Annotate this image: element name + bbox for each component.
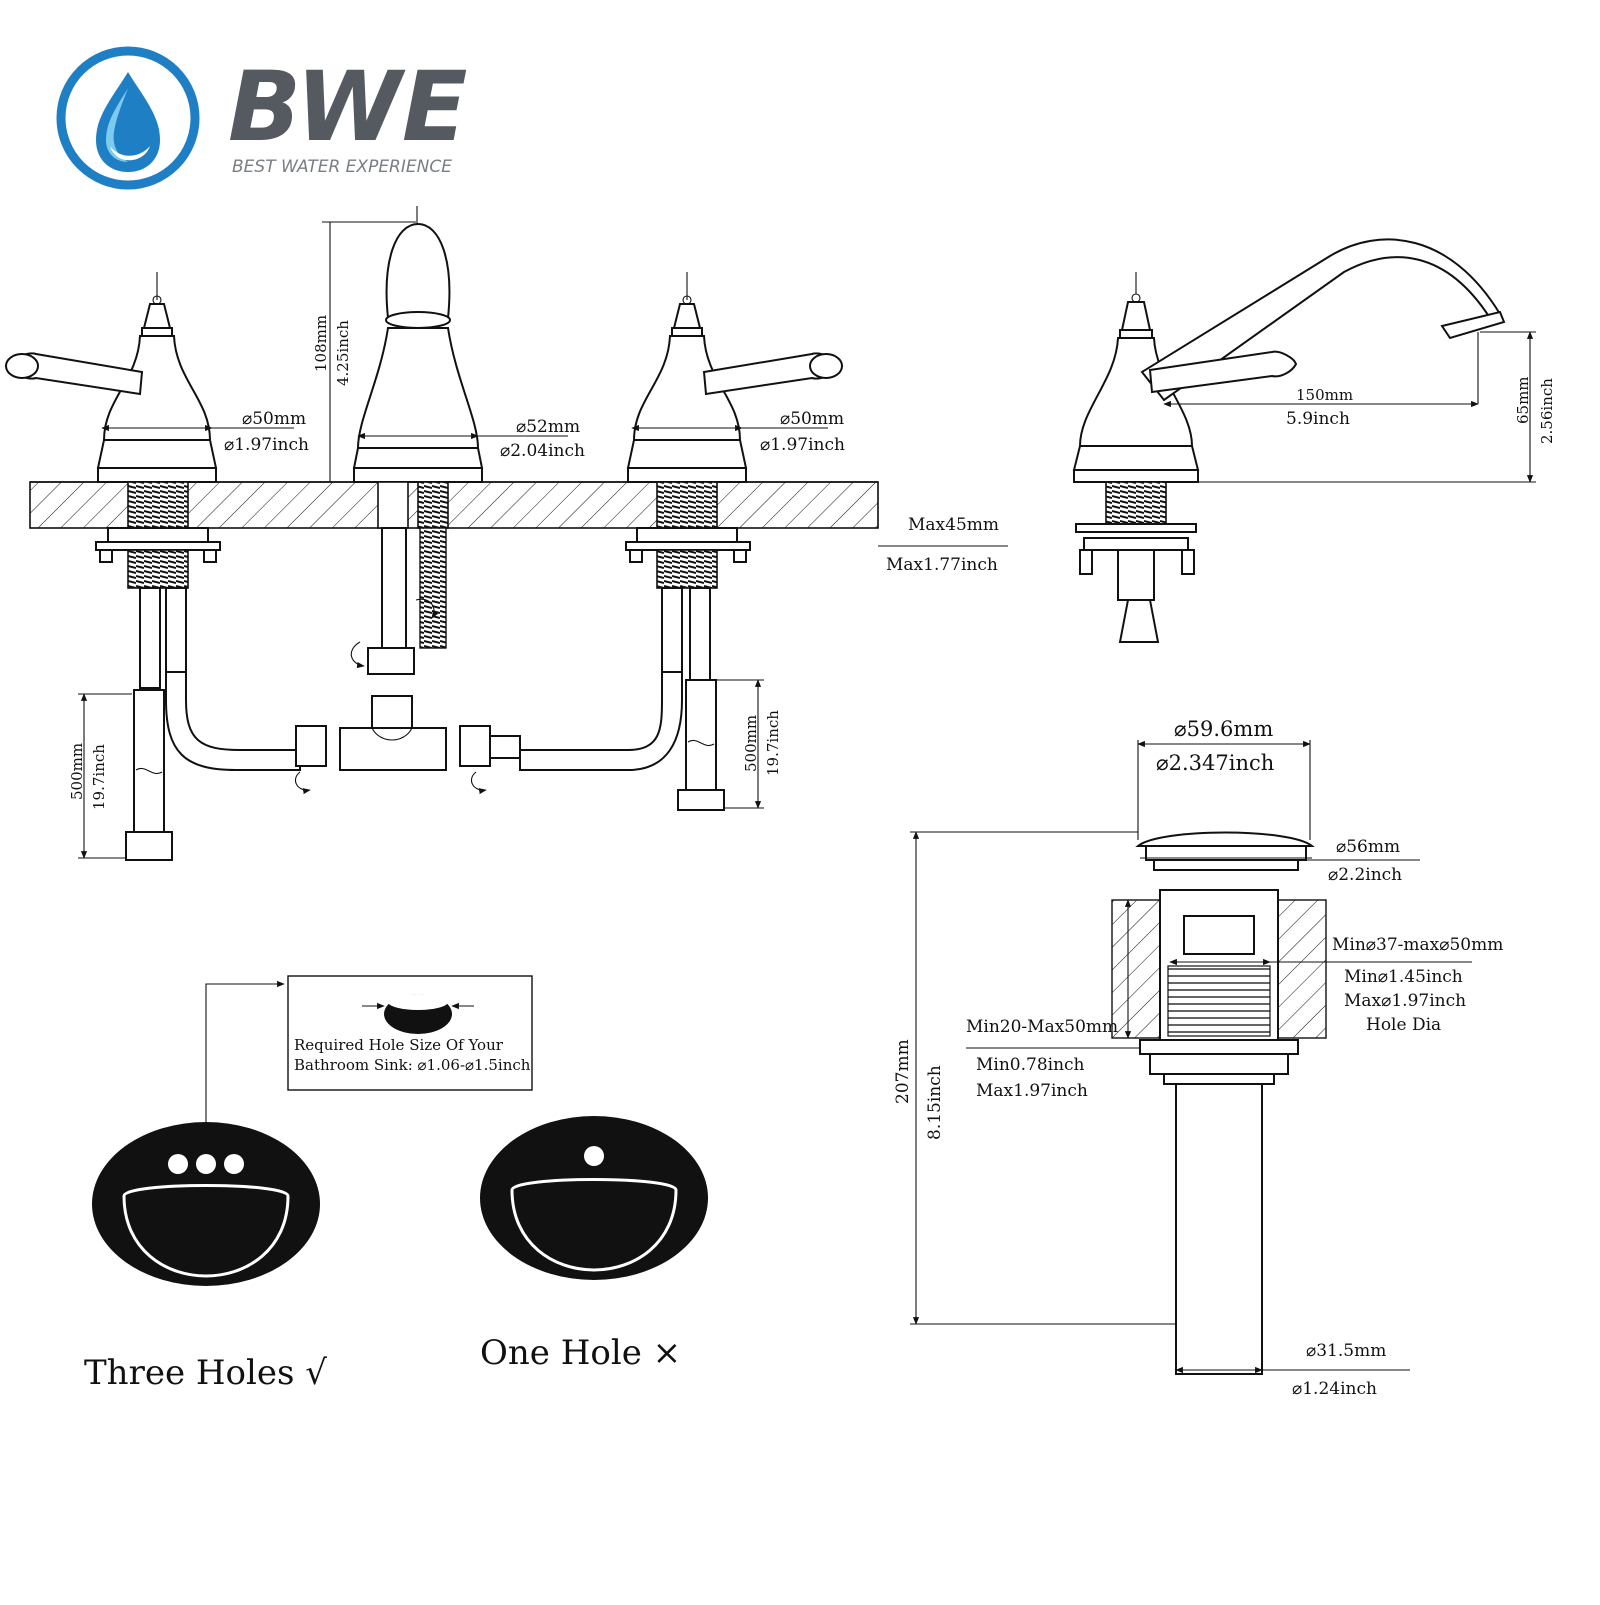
hole-note-line2: Bathroom Sink: ⌀1.06-⌀1.5inch <box>294 1056 531 1074</box>
left-handle <box>4 272 218 483</box>
drain-cap-mm: ⌀59.6mm <box>1174 717 1273 741</box>
water-drop-icon <box>56 46 200 190</box>
spout-base-inch: ⌀2.04inch <box>500 441 585 461</box>
left-hose-mm: 500mm <box>68 743 86 800</box>
drain-hole-inch-max: Max⌀1.97inch <box>1344 991 1466 1011</box>
right-hose-mm: 500mm <box>742 715 760 772</box>
drain-height-mm: 207mm <box>893 1039 913 1104</box>
drain-hole-label: Hole Dia <box>1366 1015 1441 1035</box>
right-valve-assembly <box>459 527 751 811</box>
brand-tagline: BEST WATER EXPERIENCE <box>232 157 452 177</box>
drain-height-inch: 8.15inch <box>925 1065 945 1140</box>
brand-logo: BWE BEST WATER EXPERIENCE <box>56 46 467 190</box>
spout-base-mm: ⌀52mm <box>516 417 580 437</box>
spout-height-inch: 4.25inch <box>334 320 352 386</box>
left-base-inch: ⌀1.97inch <box>224 435 309 455</box>
drain-hole-mm: Min⌀37-max⌀50mm <box>1332 935 1503 955</box>
right-base-mm: ⌀50mm <box>780 409 844 429</box>
left-valve-assembly <box>95 527 327 861</box>
faucet-front-view: 108mm 4.25inch ⌀50mm ⌀1.97inch ⌀52mm ⌀2.… <box>4 206 1008 861</box>
drain-thickness-mm: Min20-Max50mm <box>966 1017 1118 1037</box>
hole-size-note: Required Hole Size Of Your Bathroom Sink… <box>205 975 533 1146</box>
brand-name: BWE <box>228 51 467 163</box>
faucet-side-view: 150mm 5.9inch 65mm 2.56inch <box>1072 238 1556 643</box>
center-tee <box>339 527 447 771</box>
deck-max-mm: Max45mm <box>908 515 999 535</box>
side-height-mm: 65mm <box>1514 376 1532 424</box>
right-base-inch: ⌀1.97inch <box>760 435 845 455</box>
drain-flange-mm: ⌀56mm <box>1336 837 1400 857</box>
one-hole-sink: One Hole × <box>480 1116 708 1373</box>
drain-thickness-inch-max: Max1.97inch <box>976 1081 1088 1101</box>
side-reach-inch: 5.9inch <box>1286 409 1350 429</box>
left-base-mm: ⌀50mm <box>242 409 306 429</box>
right-hose-inch: 19.7inch <box>764 710 782 776</box>
deck-max-inch: Max1.77inch <box>886 555 998 575</box>
spout-height-mm: 108mm <box>312 315 330 372</box>
side-reach-mm: 150mm <box>1296 386 1353 404</box>
left-hose-inch: 19.7inch <box>90 744 108 810</box>
right-shank <box>656 481 718 529</box>
left-shank <box>127 481 189 529</box>
three-hole-sink: Three Holes √ <box>84 1122 327 1393</box>
drain-flange-inch: ⌀2.2inch <box>1328 865 1402 885</box>
drain-hole-inch-min: Min⌀1.45inch <box>1344 967 1463 987</box>
drain-cap-inch: ⌀2.347inch <box>1156 751 1274 775</box>
center-spout <box>352 206 484 483</box>
hole-note-line1: Required Hole Size Of Your <box>294 1036 504 1054</box>
three-holes-label: Three Holes √ <box>84 1353 327 1393</box>
drain-thickness-inch-min: Min0.78inch <box>976 1055 1085 1075</box>
drain-pipe-inch: ⌀1.24inch <box>1292 1379 1377 1399</box>
right-handle <box>626 272 844 483</box>
pop-up-drain: ⌀59.6mm ⌀2.347inch ⌀56mm ⌀2.2inch Min⌀37… <box>893 717 1503 1399</box>
drain-pipe-mm: ⌀31.5mm <box>1306 1341 1386 1361</box>
one-hole-label: One Hole × <box>480 1333 681 1373</box>
side-height-inch: 2.56inch <box>1538 378 1556 444</box>
